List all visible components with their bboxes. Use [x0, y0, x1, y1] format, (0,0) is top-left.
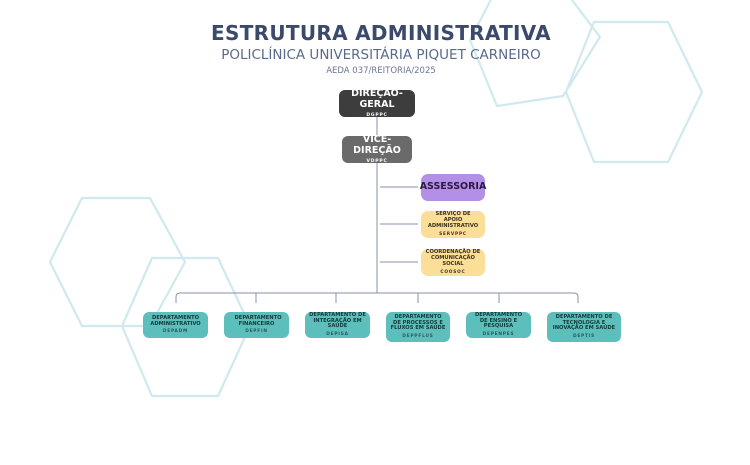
node-direcao-geral: DIREÇÃO-GERAL DGPPC	[339, 88, 415, 118]
node-code: DEPADM	[162, 329, 189, 335]
node-code: DEPPFLUS	[402, 334, 434, 340]
node-label: DEPARTAMENTO DE INTEGRAÇÃO EM SAÚDE	[309, 311, 366, 330]
node-departamento-financeiro: DEPARTAMENTO FINANCEIRO DEPFIN	[224, 312, 289, 338]
node-servico-apoio: SERVIÇO DE APOIO ADMINISTRATIVO SERVPPC	[421, 211, 485, 238]
node-label: DIREÇÃO-GERAL	[351, 88, 403, 110]
node-code: DGPPC	[366, 112, 388, 118]
node-vice-direcao: VICE-DIREÇÃO VDPPC	[342, 134, 412, 164]
node-code: DEPFIN	[245, 329, 268, 335]
node-coordenacao-comunicacao: COORDENAÇÃO DE COMUNICAÇÃO SOCIAL COOSOC	[421, 249, 485, 276]
page-subtitle: POLICLÍNICA UNIVERSITÁRIA PIQUET CARNEIR…	[221, 47, 541, 63]
node-code: DEPENPES	[482, 332, 515, 338]
node-assessoria: ASSESSORIA	[419, 174, 487, 201]
node-code: VDPPC	[366, 158, 388, 164]
page-title: ESTRUTURA ADMINISTRATIVA	[211, 21, 551, 45]
node-departamento-tecnologia: DEPARTAMENTO DE TECNOLOGIA E INOVAÇÃO EM…	[547, 312, 621, 342]
node-code: SERVPPC	[439, 231, 467, 237]
node-label: DEPARTAMENTO DE PROCESSOS E FLUXOS EM SA…	[390, 313, 446, 332]
hexagon-shape	[120, 256, 252, 398]
node-label: DEPARTAMENTO DE ENSINO E PESQUISA	[474, 311, 523, 330]
node-code: DEPTIS	[572, 334, 596, 340]
node-label: COORDENAÇÃO DE COMUNICAÇÃO SOCIAL	[425, 249, 481, 267]
node-label: DEPARTAMENTO ADMINISTRATIVO	[150, 314, 201, 327]
node-departamento-integracao: DEPARTAMENTO DE INTEGRAÇÃO EM SAÚDE DEPI…	[305, 312, 370, 338]
node-departamento-processos: DEPARTAMENTO DE PROCESSOS E FLUXOS EM SA…	[386, 312, 450, 342]
hexagon-shape	[564, 20, 704, 164]
reference-note: AEDA 037/REITORIA/2025	[326, 66, 436, 76]
node-label: DEPARTAMENTO DE TECNOLOGIA E INOVAÇÃO EM…	[552, 313, 616, 332]
node-label: SERVIÇO DE APOIO ADMINISTRATIVO	[427, 211, 479, 229]
node-departamento-ensino: DEPARTAMENTO DE ENSINO E PESQUISA DEPENP…	[466, 312, 531, 338]
node-label: DEPARTAMENTO FINANCEIRO	[234, 314, 282, 327]
node-label: ASSESSORIA	[419, 181, 487, 193]
connector-line	[175, 292, 579, 303]
node-code: DEPISA	[326, 332, 349, 338]
node-code: COOSOC	[440, 269, 466, 275]
node-departamento-administrativo: DEPARTAMENTO ADMINISTRATIVO DEPADM	[143, 312, 208, 338]
node-label: VICE-DIREÇÃO	[353, 134, 401, 156]
hexagon-shape	[468, 0, 602, 108]
